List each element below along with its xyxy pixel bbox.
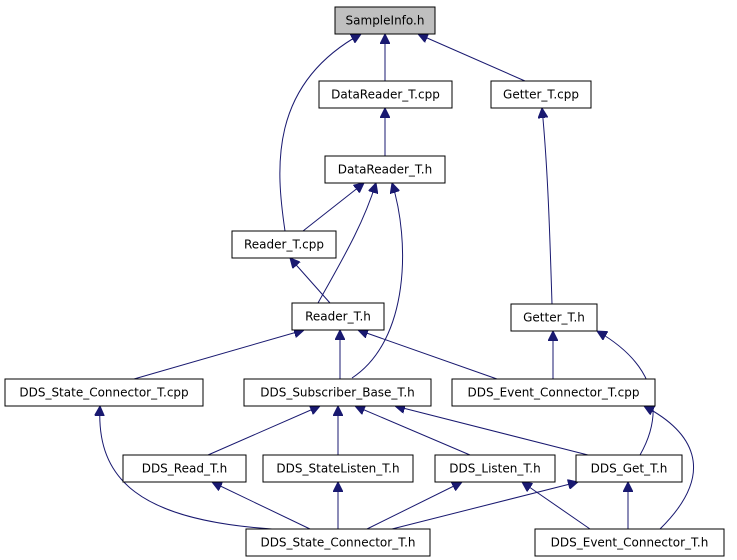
node-datareader-t-cpp[interactable]: DataReader_T.cpp: [318, 80, 453, 109]
node-datareader-t-h[interactable]: DataReader_T.h: [324, 155, 446, 184]
node-dds-event-connector-t-h[interactable]: DDS_Event_Connector_T.h: [534, 528, 725, 557]
node-sampleinfo-h[interactable]: SampleInfo.h: [334, 6, 436, 35]
edge-state-connector-cpp-to-reader-h: [133, 330, 304, 380]
nodes: SampleInfo.h DataReader_T.cpp Getter_T.c…: [4, 6, 725, 557]
node-label: DDS_Read_T.h: [142, 462, 228, 476]
edge-read-to-subscriber-base: [207, 406, 320, 456]
node-reader-t-h[interactable]: Reader_T.h: [291, 302, 385, 331]
node-label: DDS_State_Connector_T.h: [260, 536, 415, 550]
edge-event-connector-cpp-to-reader-h: [358, 330, 498, 380]
edge-reader-h-to-datareader-h: [317, 183, 376, 304]
edge-subscriber-base-to-datareader-h: [351, 183, 404, 379]
edge-reader-cpp-to-datareader-h: [302, 183, 364, 232]
node-getter-t-cpp[interactable]: Getter_T.cpp: [490, 80, 592, 109]
node-label: DataReader_T.h: [338, 163, 432, 177]
edge-state-connector-h-to-listen: [366, 482, 462, 530]
node-getter-t-h[interactable]: Getter_T.h: [510, 303, 598, 332]
node-label: DDS_Listen_T.h: [449, 462, 540, 476]
node-dds-statelisten-t-h[interactable]: DDS_StateListen_T.h: [262, 454, 414, 483]
node-label: DDS_StateListen_T.h: [276, 462, 399, 476]
node-dds-subscriber-base-t-h[interactable]: DDS_Subscriber_Base_T.h: [243, 378, 432, 407]
edge-reader-cpp-to-sampleinfo: [279, 34, 361, 232]
node-label: Reader_T.cpp: [244, 238, 324, 252]
edge-getter-cpp-to-sampleinfo: [418, 34, 526, 82]
node-label: DDS_Event_Connector_T.cpp: [468, 386, 640, 400]
node-dds-read-t-h[interactable]: DDS_Read_T.h: [122, 454, 247, 483]
node-label: Getter_T.h: [523, 311, 585, 325]
edge-getter-h-to-getter-cpp: [542, 108, 553, 305]
node-label: SampleInfo.h: [346, 14, 425, 28]
node-label: DataReader_T.cpp: [331, 88, 440, 102]
node-label: DDS_Subscriber_Base_T.h: [260, 386, 415, 400]
node-label: DDS_State_Connector_T.cpp: [19, 386, 188, 400]
node-dds-get-t-h[interactable]: DDS_Get_T.h: [575, 454, 683, 483]
edge-event-connector-h-to-event-connector-cpp: [644, 406, 694, 530]
edge-listen-to-subscriber-base: [355, 406, 471, 456]
node-label: DDS_Get_T.h: [591, 462, 668, 476]
edge-reader-h-to-reader-cpp: [290, 258, 331, 304]
node-label: Reader_T.h: [305, 310, 371, 324]
node-label: Getter_T.cpp: [503, 88, 579, 102]
edge-get-to-subscriber-base: [395, 406, 589, 456]
edge-state-connector-h-to-state-connector-cpp: [100, 406, 273, 530]
edge-event-connector-h-to-listen: [522, 482, 591, 530]
node-reader-t-cpp[interactable]: Reader_T.cpp: [231, 230, 337, 259]
node-dds-state-connector-t-h[interactable]: DDS_State_Connector_T.h: [245, 528, 431, 557]
edge-state-connector-h-to-get: [391, 482, 578, 530]
node-dds-state-connector-t-cpp[interactable]: DDS_State_Connector_T.cpp: [4, 378, 204, 407]
node-label: DDS_Event_Connector_T.h: [551, 536, 709, 550]
edge-state-connector-h-to-read: [212, 482, 311, 530]
node-dds-listen-t-h[interactable]: DDS_Listen_T.h: [434, 454, 556, 483]
node-dds-event-connector-t-cpp[interactable]: DDS_Event_Connector_T.cpp: [451, 378, 656, 407]
